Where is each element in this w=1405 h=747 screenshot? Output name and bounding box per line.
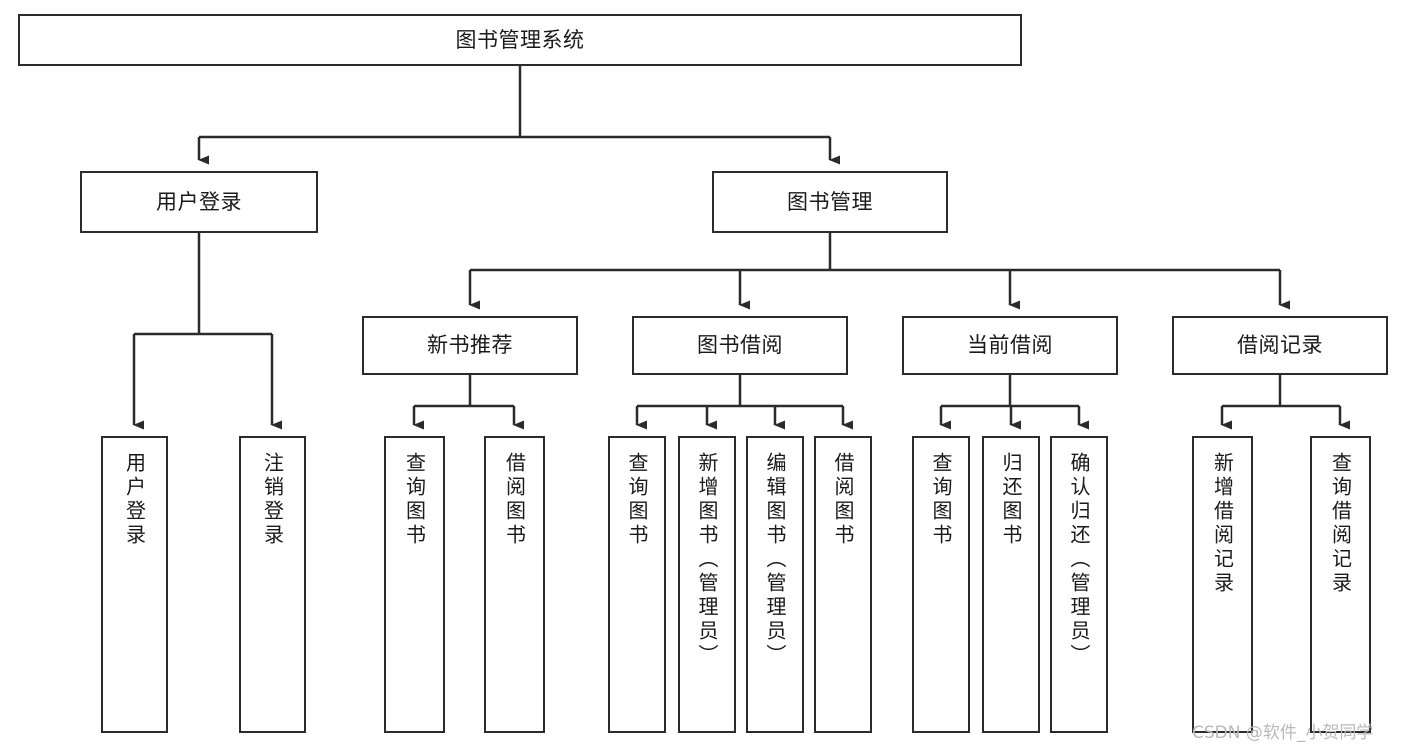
node-leaf-confirm-return-admin-label: 确认归还（管理员） [1067,452,1091,668]
node-book-management[interactable]: 图书管理 [712,171,948,233]
node-leaf-query-borrow-record-label: 查询借阅记录 [1328,452,1353,596]
node-leaf-confirm-return-admin[interactable]: 确认归还（管理员） [1050,436,1108,733]
node-book-management-label: 图书管理 [787,189,873,214]
csdn-watermark: CSDN @软件_小贺同学 [1192,723,1374,743]
node-leaf-query-borrow-record[interactable]: 查询借阅记录 [1310,436,1371,733]
node-leaf-borrow-book-label: 借阅图书 [831,452,855,548]
node-leaf-query-book-rec-label: 查询图书 [402,452,427,548]
node-leaf-query-book-borrow[interactable]: 查询图书 [608,436,666,733]
node-leaf-add-borrow-record[interactable]: 新增借阅记录 [1192,436,1253,733]
node-leaf-logout-label: 注销登录 [260,452,285,548]
node-leaf-user-login[interactable]: 用户登录 [101,436,168,733]
node-leaf-user-login-label: 用户登录 [122,452,147,548]
node-leaf-add-book-admin-label: 新增图书（管理员） [695,452,719,668]
node-leaf-query-book-current[interactable]: 查询图书 [912,436,970,733]
node-user-login[interactable]: 用户登录 [80,171,318,233]
node-book-borrow-label: 图书借阅 [697,333,783,358]
node-leaf-add-borrow-record-label: 新增借阅记录 [1210,452,1235,596]
node-leaf-query-book-current-label: 查询图书 [929,452,953,548]
node-new-book-recommend-label: 新书推荐 [427,333,513,358]
node-leaf-return-book-label: 归还图书 [999,452,1023,548]
node-leaf-query-book-rec[interactable]: 查询图书 [384,436,445,733]
node-leaf-edit-book-admin-label: 编辑图书（管理员） [763,452,787,668]
node-leaf-borrow-book[interactable]: 借阅图书 [814,436,872,733]
node-new-book-recommend[interactable]: 新书推荐 [362,316,578,375]
node-leaf-borrow-book-rec[interactable]: 借阅图书 [484,436,545,733]
node-book-borrow[interactable]: 图书借阅 [632,316,848,375]
node-root[interactable]: 图书管理系统 [18,14,1022,66]
node-user-login-label: 用户登录 [156,189,242,214]
node-leaf-edit-book-admin[interactable]: 编辑图书（管理员） [746,436,804,733]
node-leaf-add-book-admin[interactable]: 新增图书（管理员） [678,436,736,733]
node-leaf-borrow-book-rec-label: 借阅图书 [502,452,527,548]
node-current-borrow-label: 当前借阅 [967,333,1053,358]
node-borrow-record[interactable]: 借阅记录 [1172,316,1388,375]
node-borrow-record-label: 借阅记录 [1237,333,1323,358]
node-leaf-query-book-borrow-label: 查询图书 [625,452,649,548]
node-leaf-return-book[interactable]: 归还图书 [982,436,1040,733]
node-root-label: 图书管理系统 [455,27,585,52]
node-current-borrow[interactable]: 当前借阅 [902,316,1118,375]
node-leaf-logout[interactable]: 注销登录 [239,436,306,733]
